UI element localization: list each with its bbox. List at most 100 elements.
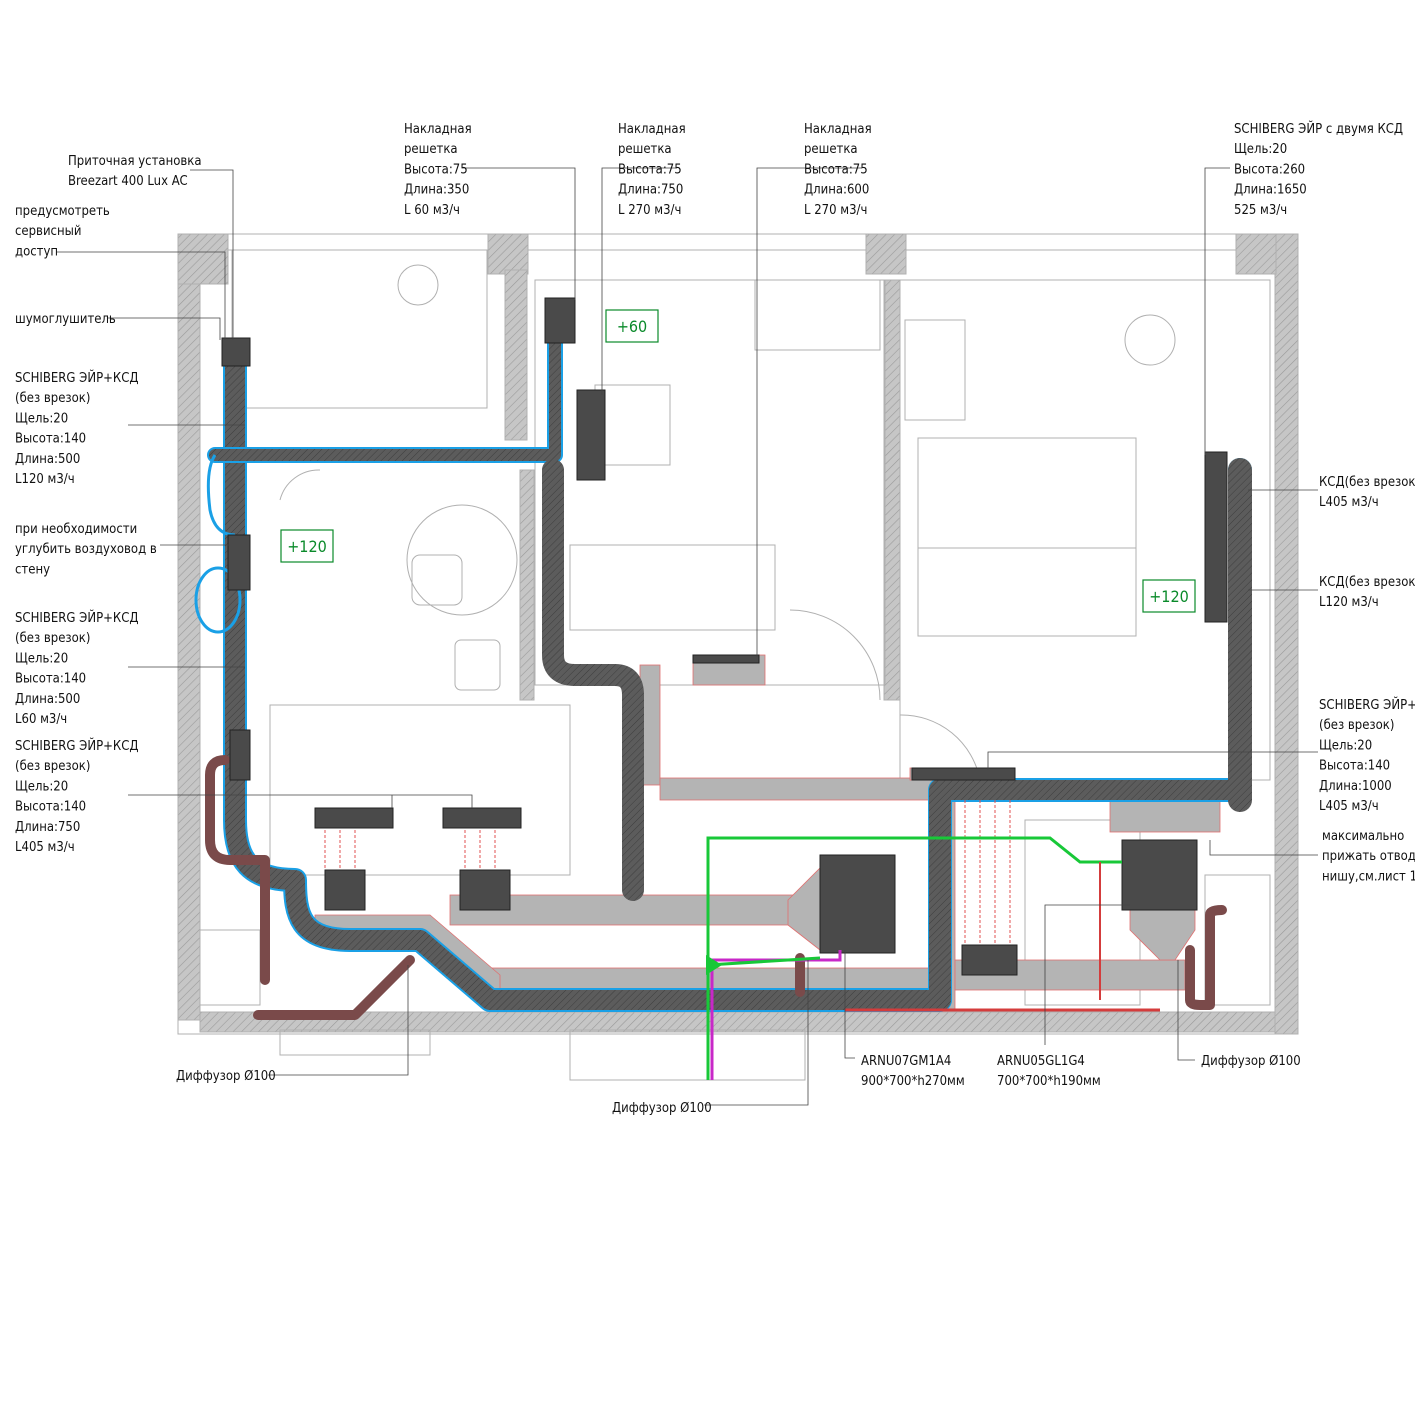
- label-line: Длина:750: [15, 820, 80, 835]
- leader-lines: [57, 167, 1318, 1106]
- label-line: максимально: [1322, 829, 1404, 844]
- label-line: Накладная: [618, 122, 686, 137]
- label-service: предусмотреть сервисный доступ: [15, 204, 110, 259]
- label-line: Высота:75: [404, 162, 468, 177]
- label-line: Диффузор Ø100: [1201, 1054, 1301, 1069]
- label-line: L60 м3/ч: [15, 712, 67, 727]
- walls: [177, 233, 1299, 1081]
- label-line: (без врезок): [1319, 718, 1394, 733]
- label-silencer: шумоглушитель: [15, 312, 116, 327]
- label-line: SCHIBERG ЭЙР+КСД: [15, 610, 139, 626]
- label-line: L 270 м3/ч: [804, 203, 867, 218]
- label-line: (без врезок): [15, 759, 90, 774]
- label-line: Высота:140: [1319, 759, 1390, 774]
- label-line: Высота:75: [618, 162, 682, 177]
- label-line: Длина:1650: [1234, 183, 1307, 198]
- label-line: Длина:750: [618, 183, 683, 198]
- flow-box-left: +120: [280, 529, 334, 563]
- label-line: при необходимости: [15, 522, 137, 537]
- label-line: Накладная: [804, 122, 872, 137]
- label-diffuser-mid: Диффузор Ø100: [612, 1101, 712, 1116]
- label-line: Щель:20: [1319, 738, 1372, 753]
- label-line: КСД(без врезок): [1319, 475, 1415, 490]
- label-line: SCHIBERG ЭЙР+КСД: [15, 738, 139, 754]
- label-diffuser-right: Диффузор Ø100: [1201, 1054, 1301, 1069]
- diffuser-hatches: [324, 800, 1011, 945]
- label-line: SCHIBERG ЭЙР+К: [1319, 697, 1415, 713]
- label-line: решетка: [404, 142, 458, 157]
- label-line: шумоглушитель: [15, 312, 116, 327]
- label-line: Накладная: [404, 122, 472, 137]
- control-lines: [706, 836, 1160, 1080]
- label-line: Длина:350: [404, 183, 469, 198]
- label-line: Высота:75: [804, 162, 868, 177]
- label-line: L 270 м3/ч: [618, 203, 681, 218]
- label-line: Высота:140: [15, 800, 86, 815]
- label-line: предусмотреть: [15, 204, 110, 219]
- label-line: SCHIBERG ЭЙР+КСД: [15, 370, 139, 386]
- label-line: Щель:20: [15, 779, 68, 794]
- label-line: Высота:260: [1234, 162, 1305, 177]
- label-ksd-2: КСД(без врезок) L120 м3/ч: [1319, 575, 1415, 610]
- label-line: L120 м3/ч: [15, 472, 75, 487]
- label-line: L120 м3/ч: [1319, 595, 1379, 610]
- label-line: L405 м3/ч: [1319, 799, 1379, 814]
- label-line: Длина:500: [15, 452, 80, 467]
- label-line: L 60 м3/ч: [404, 203, 460, 218]
- label-line: Щель:20: [15, 411, 68, 426]
- label-line: ARNU07GM1A4: [861, 1054, 951, 1069]
- label-unit-2: ARNU05GL1G4 700*700*h190мм: [997, 1054, 1101, 1089]
- label-line: (без врезок): [15, 391, 90, 406]
- label-line: Высота:140: [15, 672, 86, 687]
- label-line: SCHIBERG ЭЙР с двумя КСД: [1234, 121, 1403, 137]
- label-line: 525 м3/ч: [1234, 203, 1287, 218]
- label-line: углубить воздуховод в: [15, 542, 157, 557]
- equipment-blocks: [221, 297, 1228, 976]
- label-line: Длина:500: [15, 692, 80, 707]
- flow-value-left: +120: [287, 537, 327, 556]
- label-line: стену: [15, 562, 50, 577]
- label-line: Длина:600: [804, 183, 869, 198]
- flow-box-right: +120: [1142, 579, 1196, 613]
- label-line: Щель:20: [15, 651, 68, 666]
- main-duct-run: [207, 317, 1252, 1012]
- label-line: Щель:20: [1234, 142, 1287, 157]
- label-line: 700*700*h190мм: [997, 1074, 1101, 1089]
- label-line: ARNU05GL1G4: [997, 1054, 1085, 1069]
- label-line: КСД(без врезок): [1319, 575, 1415, 590]
- left-duct-loops: [194, 454, 242, 634]
- label-line: Высота:140: [15, 432, 86, 447]
- flow-value-right: +120: [1149, 587, 1189, 606]
- label-line: решетка: [804, 142, 858, 157]
- label-line: L405 м3/ч: [15, 840, 75, 855]
- label-line: Breezart 400 Lux AC: [68, 174, 188, 189]
- label-line: решетка: [618, 142, 672, 157]
- label-deepen: при необходимости углубить воздуховод в ст…: [15, 522, 157, 577]
- label-ksd-1: КСД(без врезок) L405 м3/ч: [1319, 475, 1415, 510]
- exhaust-pipes: [205, 755, 1227, 1020]
- valve-marker: [706, 955, 722, 975]
- label-line: Диффузор Ø100: [612, 1101, 712, 1116]
- label-line: сервисный: [15, 224, 81, 239]
- label-line: (без врезок): [15, 631, 90, 646]
- label-line: доступ: [15, 244, 58, 259]
- label-line: нишу,см.лист 10: [1322, 869, 1415, 884]
- label-line: прижать отвод: [1322, 849, 1415, 864]
- label-line: Диффузор Ø100: [176, 1069, 276, 1084]
- label-line: Приточная установка: [68, 154, 202, 169]
- label-diffuser-left: Диффузор Ø100: [176, 1069, 276, 1084]
- flow-box-middle: +60: [605, 309, 659, 343]
- label-line: L405 м3/ч: [1319, 495, 1379, 510]
